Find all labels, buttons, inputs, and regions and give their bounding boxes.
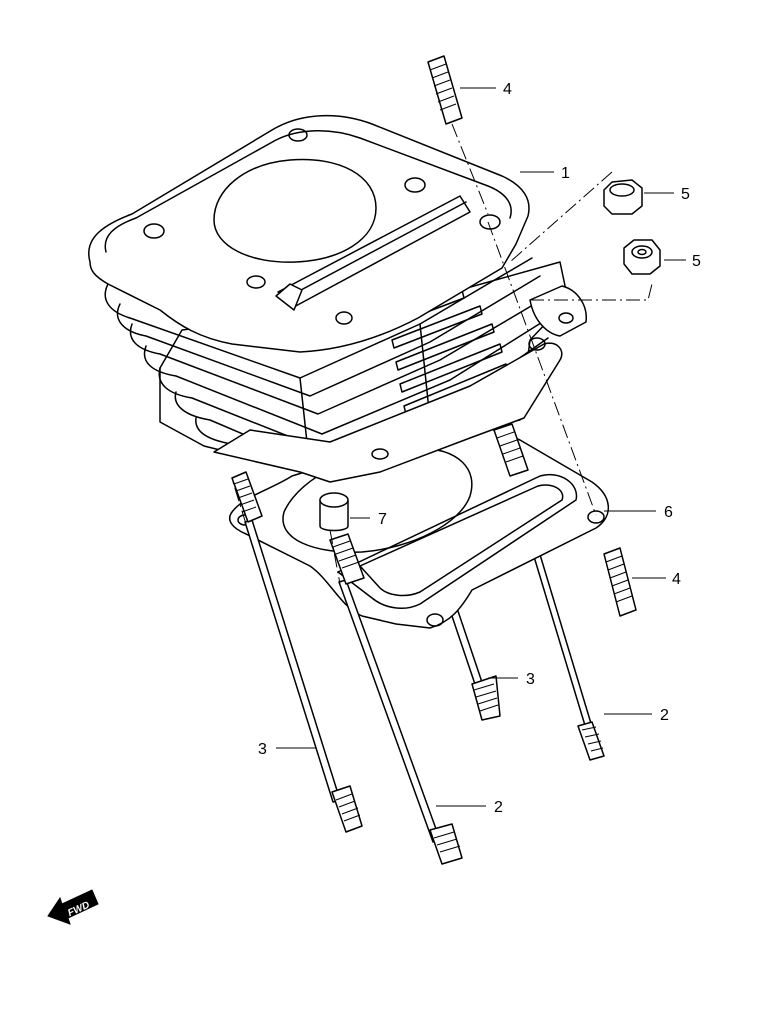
callout-labels: 1 2 2 3 3 4 4 5 5 6 7 xyxy=(258,81,701,816)
callout-2-lower: 2 xyxy=(494,799,503,816)
stud-long-rear-right xyxy=(531,547,605,761)
callout-5-lower: 5 xyxy=(692,253,701,270)
stud-short-top xyxy=(427,55,463,125)
cylinder-body xyxy=(88,114,587,483)
assembly-centerlines xyxy=(232,123,653,585)
stud-long-front-left xyxy=(231,471,363,833)
fwd-arrow-icon: FWD xyxy=(47,889,99,925)
callout-3-right: 3 xyxy=(526,671,535,688)
nut-upper xyxy=(603,179,643,215)
callout-3-left: 3 xyxy=(258,741,267,758)
leader-lines xyxy=(276,87,686,807)
callout-4-top: 4 xyxy=(503,81,512,98)
stud-short-right xyxy=(603,547,637,617)
callout-1: 1 xyxy=(561,165,570,182)
callout-6: 6 xyxy=(664,504,673,521)
callout-4-right: 4 xyxy=(672,571,681,588)
nut-lower xyxy=(623,239,661,275)
stud-long-front-middle xyxy=(329,533,463,865)
callout-7: 7 xyxy=(378,511,387,528)
dowel-pin xyxy=(319,492,349,532)
callout-2-upper: 2 xyxy=(660,707,669,724)
callout-5-upper: 5 xyxy=(681,186,690,203)
stud-short-rear-left xyxy=(493,423,529,477)
